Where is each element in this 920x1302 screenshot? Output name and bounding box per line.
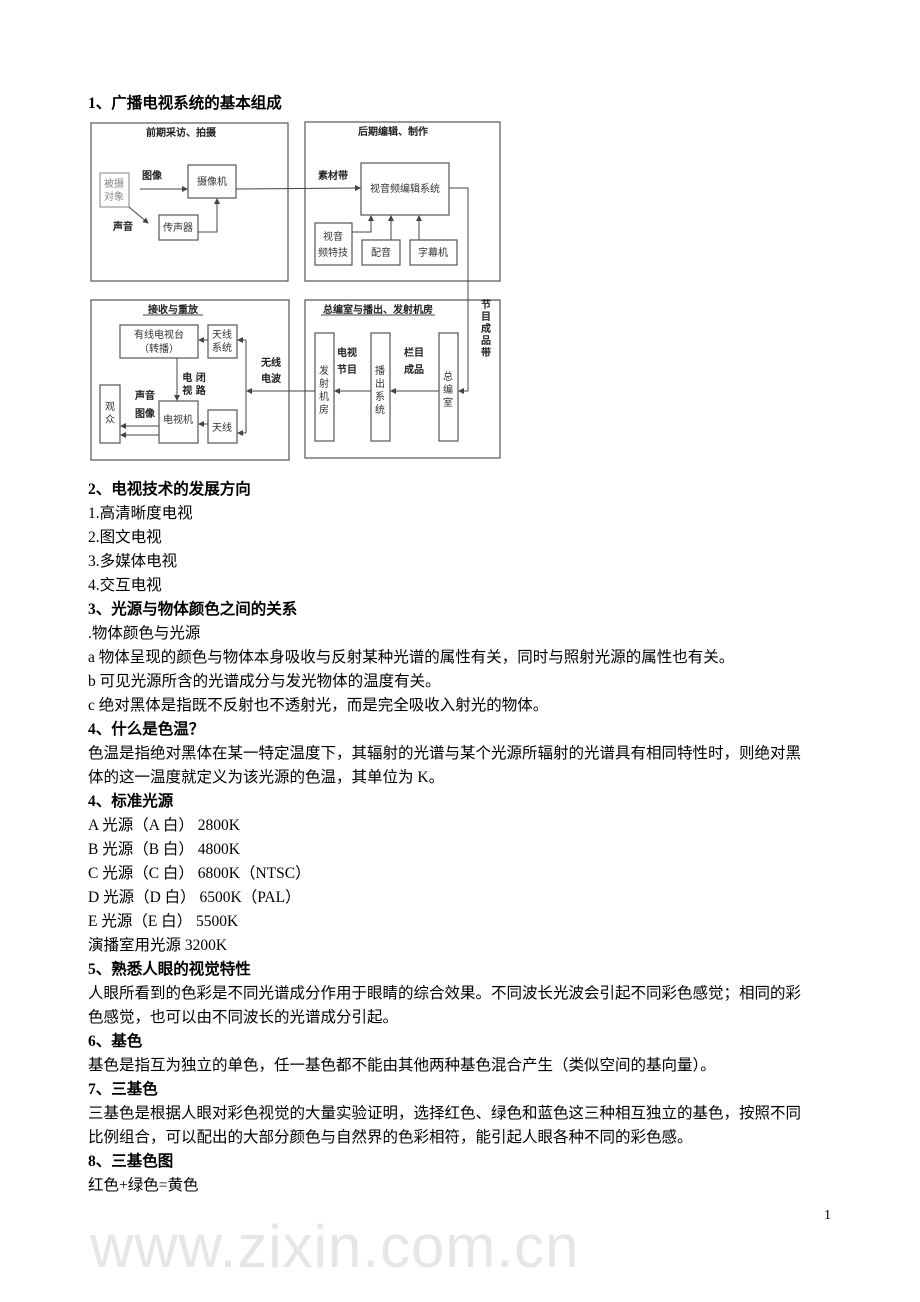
- svg-text:室: 室: [443, 396, 453, 409]
- text-line: 3.多媒体电视: [88, 553, 178, 570]
- text-line: 红色+绿色=黄色: [88, 1177, 199, 1194]
- caption-box: 字幕机: [418, 246, 448, 259]
- antenna-system-box: 系统: [212, 341, 232, 354]
- text-line: D 光源（D 白） 6500K（PAL）: [88, 889, 301, 906]
- text-line: 1.高清晰度电视: [88, 505, 193, 522]
- section-heading: 4、什么是色温？: [88, 721, 205, 738]
- bottom-right-title: 总编室与播出、发射机房: [323, 303, 433, 316]
- sound-label-2: 声音: [134, 389, 155, 402]
- closed-circuit-label: 视 路: [182, 384, 206, 397]
- svg-text:目: 目: [481, 311, 491, 323]
- column-product-label: 成品: [404, 363, 424, 376]
- svg-text:系: 系: [375, 391, 385, 403]
- text-line: b 可见光源所含的光谱成分与发光物体的温度有关。: [88, 673, 441, 690]
- tv-program-label: 电视: [337, 346, 357, 359]
- section-heading: 4、标准光源: [88, 793, 174, 810]
- text-line: a 物体呈现的颜色与物体本身吸收与反射某种光谱的属性有关，同时与照射光源的属性也…: [88, 649, 735, 666]
- page-number: 1: [824, 1208, 831, 1223]
- text-line: 体的这一温度就定义为该光源的色温，其单位为 K。: [88, 769, 445, 786]
- effects-box: 视音: [323, 230, 343, 243]
- svg-text:品: 品: [481, 335, 491, 347]
- svg-text:播: 播: [375, 364, 385, 377]
- text-line: .物体颜色与光源: [88, 625, 201, 642]
- text-line: 三基色是根据人眼对彩色视觉的大量实验证明，选择红色、绿色和蓝色这三种相互独立的基…: [88, 1105, 802, 1122]
- closed-circuit-label: 电 闭: [182, 371, 205, 384]
- svg-text:机: 机: [319, 390, 329, 403]
- audience-box: 众: [105, 414, 115, 426]
- svg-text:出: 出: [375, 377, 385, 390]
- text-line: B 光源（B 白） 4800K: [88, 841, 240, 858]
- broadcast-system-diagram: 前期采访、拍摄 后期编辑、制作 接收与重放 总编室与播出、发射机房 被摄 对象 …: [90, 121, 501, 461]
- subject-label: 对象: [104, 190, 124, 203]
- text-line: 基色是指互为独立的单色，任一基色都不能由其他两种基色混合产生（类似空间的基向量）…: [88, 1057, 716, 1074]
- svg-text:发: 发: [319, 364, 329, 377]
- text-line: A 光源（A 白） 2800K: [88, 817, 240, 834]
- chief-editor-box: 总 编 室: [443, 370, 453, 409]
- text-line: E 光源（E 白） 5500K: [88, 913, 239, 930]
- text-line: 人眼所看到的色彩是不同光谱成分作用于眼睛的综合效果。不同波长光波会引起不同彩色感…: [88, 985, 802, 1002]
- section-heading: 6、基色: [88, 1033, 143, 1050]
- section-heading: 8、三基色图: [88, 1153, 174, 1170]
- sound-label: 声音: [112, 220, 133, 233]
- svg-text:总: 总: [443, 370, 453, 383]
- top-right-title: 后期编辑、制作: [358, 125, 428, 138]
- image-label-2: 图像: [135, 407, 156, 420]
- antenna-box: 天线: [212, 421, 232, 434]
- column-product-label: 栏目: [404, 346, 424, 359]
- bottom-left-title: 接收与重放: [148, 303, 199, 316]
- svg-text:编: 编: [443, 383, 453, 396]
- section-heading: 5、熟悉人眼的视觉特性: [88, 961, 251, 978]
- section-heading: 2、电视技术的发展方向: [88, 481, 251, 498]
- editing-system-box: 视音频编辑系统: [370, 182, 440, 195]
- svg-text:成: 成: [481, 322, 491, 335]
- svg-text:房: 房: [319, 403, 329, 416]
- svg-text:节: 节: [481, 298, 491, 311]
- watermark: www.zixin.com.cn: [90, 1213, 580, 1280]
- text-line: 2.图文电视: [88, 529, 162, 546]
- text-line: c 绝对黑体是指既不反射也不透射光，而是完全吸收入射光的物体。: [88, 697, 549, 714]
- image-label: 图像: [142, 169, 163, 182]
- material-tape-label: 素材带: [318, 169, 348, 182]
- text-line: 比例组合，可以配出的大部分颜色与自然界的色彩相符，能引起人眼各种不同的彩色感。: [88, 1129, 693, 1146]
- text-line: 演播室用光源 3200K: [88, 937, 228, 954]
- section-heading: 7、三基色: [88, 1081, 158, 1098]
- section-heading: 3、光源与物体颜色之间的关系: [88, 601, 298, 618]
- cable-station-box: （转播）: [139, 342, 179, 355]
- subject-label: 被摄: [104, 177, 124, 190]
- svg-text:带: 带: [481, 346, 491, 359]
- program-tape-label: 节 目 成 品 带: [481, 298, 491, 359]
- camera-box: 摄像机: [197, 175, 227, 188]
- antenna-system-box: 天线: [212, 328, 232, 341]
- transmitter-box: 发 射 机 房: [319, 364, 329, 416]
- top-left-title: 前期采访、拍摄: [146, 126, 217, 139]
- tv-program-label: 节目: [337, 363, 357, 376]
- cable-station-box: 有线电视台: [134, 328, 184, 341]
- text-line: 色温是指绝对黑体在某一特定温度下，其辐射的光谱与某个光源所辐射的光谱具有相同特性…: [88, 745, 802, 762]
- microphone-box: 传声器: [163, 221, 193, 234]
- radio-wave-label: 无线: [260, 356, 281, 369]
- effects-box: 频特技: [318, 246, 348, 259]
- text-line: 4.交互电视: [88, 577, 162, 594]
- text-line: 色感觉，也可以由不同波长的光谱成分引起。: [88, 1009, 399, 1026]
- section-heading: 1、广播电视系统的基本组成: [88, 95, 282, 112]
- audience-box: 观: [105, 401, 115, 413]
- text-line: C 光源（C 白） 6800K（NTSC）: [88, 865, 311, 882]
- dubbing-box: 配音: [371, 246, 391, 259]
- radio-wave-label: 电波: [261, 372, 282, 385]
- tv-set-box: 电视机: [163, 413, 193, 426]
- svg-text:统: 统: [375, 403, 385, 416]
- svg-text:射: 射: [319, 378, 329, 390]
- broadcast-system-box: 播 出 系 统: [375, 364, 385, 416]
